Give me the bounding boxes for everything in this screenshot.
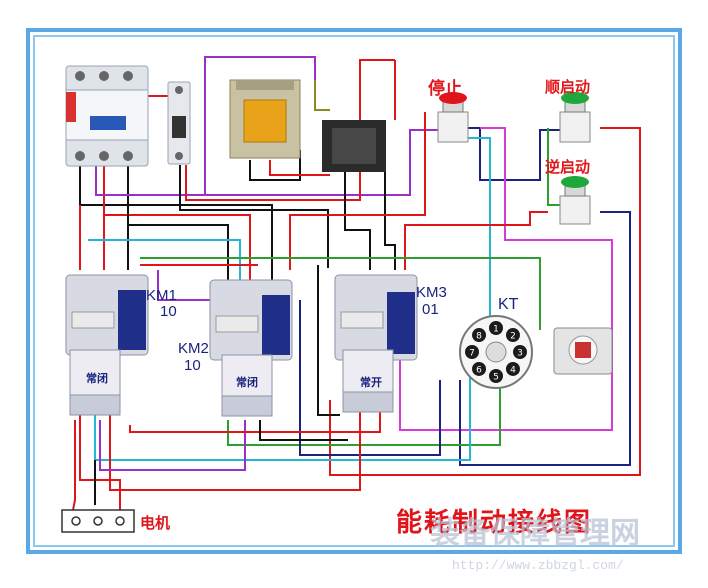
wire: [79, 165, 273, 280]
wire: [127, 165, 229, 280]
wire: [289, 112, 426, 270]
watermark-url: http://www.zbbzgl.com/: [452, 558, 624, 573]
stop-button: [437, 92, 469, 143]
timer-pin-number: 1: [493, 325, 499, 335]
timer-pin: [472, 361, 487, 376]
km2-contacts: 10: [184, 357, 201, 374]
wire: [547, 128, 560, 206]
contactor-km3: [334, 274, 418, 413]
wire: [103, 165, 251, 280]
outer-frame: [26, 28, 682, 554]
timer-pin: [489, 369, 503, 383]
wire: [79, 410, 121, 510]
single-pole-breaker: [167, 81, 191, 165]
contactor-km1: [65, 274, 149, 416]
bridge-rectifier: [322, 120, 386, 172]
timer-pin-number: 4: [510, 365, 516, 375]
timer-pin: [465, 345, 479, 359]
nc1-label: 常闭: [86, 372, 108, 385]
wire: [299, 300, 441, 456]
wires: [72, 56, 641, 511]
stop-label: 停止: [428, 79, 462, 99]
wire: [249, 150, 301, 181]
motor-label: 电机: [140, 514, 171, 532]
reverse-start-button: [559, 176, 591, 225]
wire: [94, 372, 471, 461]
km1-label: KM1: [146, 287, 177, 304]
kt-label: KT: [498, 296, 519, 313]
timer-pin: [505, 328, 520, 343]
wire: [465, 127, 560, 181]
wire: [88, 239, 241, 280]
wire: [259, 420, 348, 441]
timer-pin-number: 8: [476, 332, 482, 342]
timer-pin: [489, 321, 503, 335]
wire: [459, 211, 631, 466]
km1-contacts: 10: [160, 303, 177, 320]
nc2-label: 常闭: [236, 376, 258, 389]
diagram-title: 能耗制动接线图: [396, 508, 593, 538]
wire: [109, 410, 361, 491]
forward-start-button: [559, 92, 591, 143]
watermark: 装备保障管理网: [430, 516, 640, 551]
timer-socket: 1 234 5 678: [459, 315, 533, 389]
wire: [314, 80, 330, 111]
timer-pin: [513, 345, 527, 359]
timer-pin-number: 3: [517, 349, 523, 359]
reverse-start-label: 逆启动: [545, 158, 591, 176]
timer-pin: [472, 328, 487, 343]
wire: [317, 265, 340, 416]
contactor-km2: [209, 279, 293, 417]
motor-terminal-block: [61, 509, 135, 533]
wire: [157, 270, 210, 301]
timer-pin: [505, 361, 520, 376]
wire: [344, 160, 371, 270]
three-pole-breaker: [65, 65, 149, 167]
wire: [140, 257, 541, 330]
wire: [95, 56, 316, 196]
no3-label: 常开: [360, 376, 382, 389]
forward-start-label: 顺启动: [545, 78, 591, 96]
km3-contacts: 01: [422, 301, 439, 318]
timer-pin-number: 7: [469, 349, 475, 359]
wire: [179, 165, 329, 268]
timer-relay: [553, 327, 613, 375]
timer-pin-number: 6: [476, 365, 482, 375]
timer-pin-number: 2: [510, 332, 516, 342]
transformer: [229, 79, 301, 159]
wire: [399, 127, 613, 431]
wire: [99, 420, 246, 471]
wire: [269, 160, 330, 176]
timer-pin-number: 5: [493, 373, 499, 383]
wire: [404, 211, 548, 270]
km3-label: KM3: [416, 284, 447, 301]
wire: [129, 410, 381, 433]
wire: [465, 137, 491, 350]
wire: [185, 59, 395, 201]
km2-label: KM2: [178, 340, 209, 357]
wire: [72, 420, 76, 511]
inner-frame: [33, 35, 675, 547]
wire: [329, 127, 641, 476]
